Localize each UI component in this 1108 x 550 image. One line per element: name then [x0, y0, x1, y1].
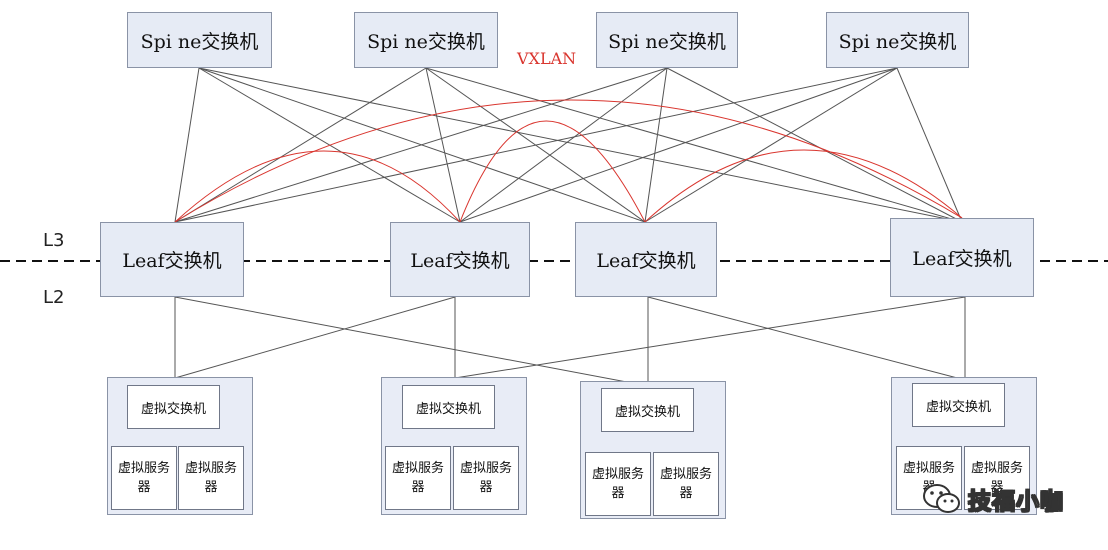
layer-l2-label: L2: [43, 287, 65, 308]
spine-leaf-link: [459, 67, 898, 223]
spine-leaf-link: [174, 67, 200, 223]
spine-leaf-link: [896, 67, 963, 223]
leaf-switch-3: Leaf交换机: [575, 222, 717, 297]
wechat-icon: [923, 484, 960, 513]
leaf-rack-links: [174, 296, 966, 387]
virtual-server-1a: 虚拟服务器: [111, 446, 177, 510]
spine-leaf-link: [425, 67, 963, 223]
virtual-server-3a: 虚拟服务器: [585, 452, 651, 516]
vxlan-arc: [174, 99, 963, 223]
spine-leaf-link: [174, 67, 668, 223]
spine-leaf-link: [174, 67, 427, 223]
spine-leaf-link: [644, 67, 898, 223]
link: [647, 296, 966, 381]
virtual-server-2b: 虚拟服务器: [453, 446, 519, 510]
spine-leaf-link: [174, 67, 898, 223]
link: [454, 296, 966, 379]
spine-leaf-links: [174, 67, 963, 223]
virtual-server-4b: 虚拟服务器: [964, 446, 1030, 510]
virtual-switch-3: 虚拟交换机: [601, 388, 694, 432]
leaf-switch-2: Leaf交换机: [390, 222, 530, 297]
virtual-server-2a: 虚拟服务器: [385, 446, 451, 510]
link: [174, 296, 456, 379]
virtual-switch-4: 虚拟交换机: [912, 383, 1005, 427]
vxlan-arc: [174, 150, 461, 223]
spine-leaf-link: [198, 67, 963, 223]
virtual-switch-2: 虚拟交换机: [402, 385, 495, 429]
spine-switch-4: Spi ne交换机: [826, 12, 969, 68]
virtual-server-3b: 虚拟服务器: [653, 452, 719, 516]
virtual-server-1b: 虚拟服务器: [178, 446, 244, 510]
layer-l3-label: L3: [43, 230, 65, 251]
spine-leaf-link: [459, 67, 668, 223]
leaf-switch-1: Leaf交换机: [100, 222, 244, 297]
spine-leaf-link: [666, 67, 963, 223]
vxlan-label: VXLAN: [517, 49, 577, 68]
vxlan-arc: [459, 120, 646, 223]
link: [174, 296, 649, 387]
vxlan-arc: [644, 149, 963, 223]
watermark: 技福小咖: [922, 482, 1064, 516]
spine-leaf-link: [644, 67, 668, 223]
spine-switch-3: Spi ne交换机: [596, 12, 738, 68]
vxlan-arcs: [174, 99, 963, 223]
spine-switch-2: Spi ne交换机: [354, 12, 498, 68]
spine-switch-1: Spi ne交换机: [127, 12, 272, 68]
spine-leaf-link: [425, 67, 461, 223]
virtual-switch-1: 虚拟交换机: [127, 385, 220, 429]
leaf-switch-4: Leaf交换机: [890, 218, 1034, 297]
watermark-text: 技福小咖: [968, 489, 1064, 516]
